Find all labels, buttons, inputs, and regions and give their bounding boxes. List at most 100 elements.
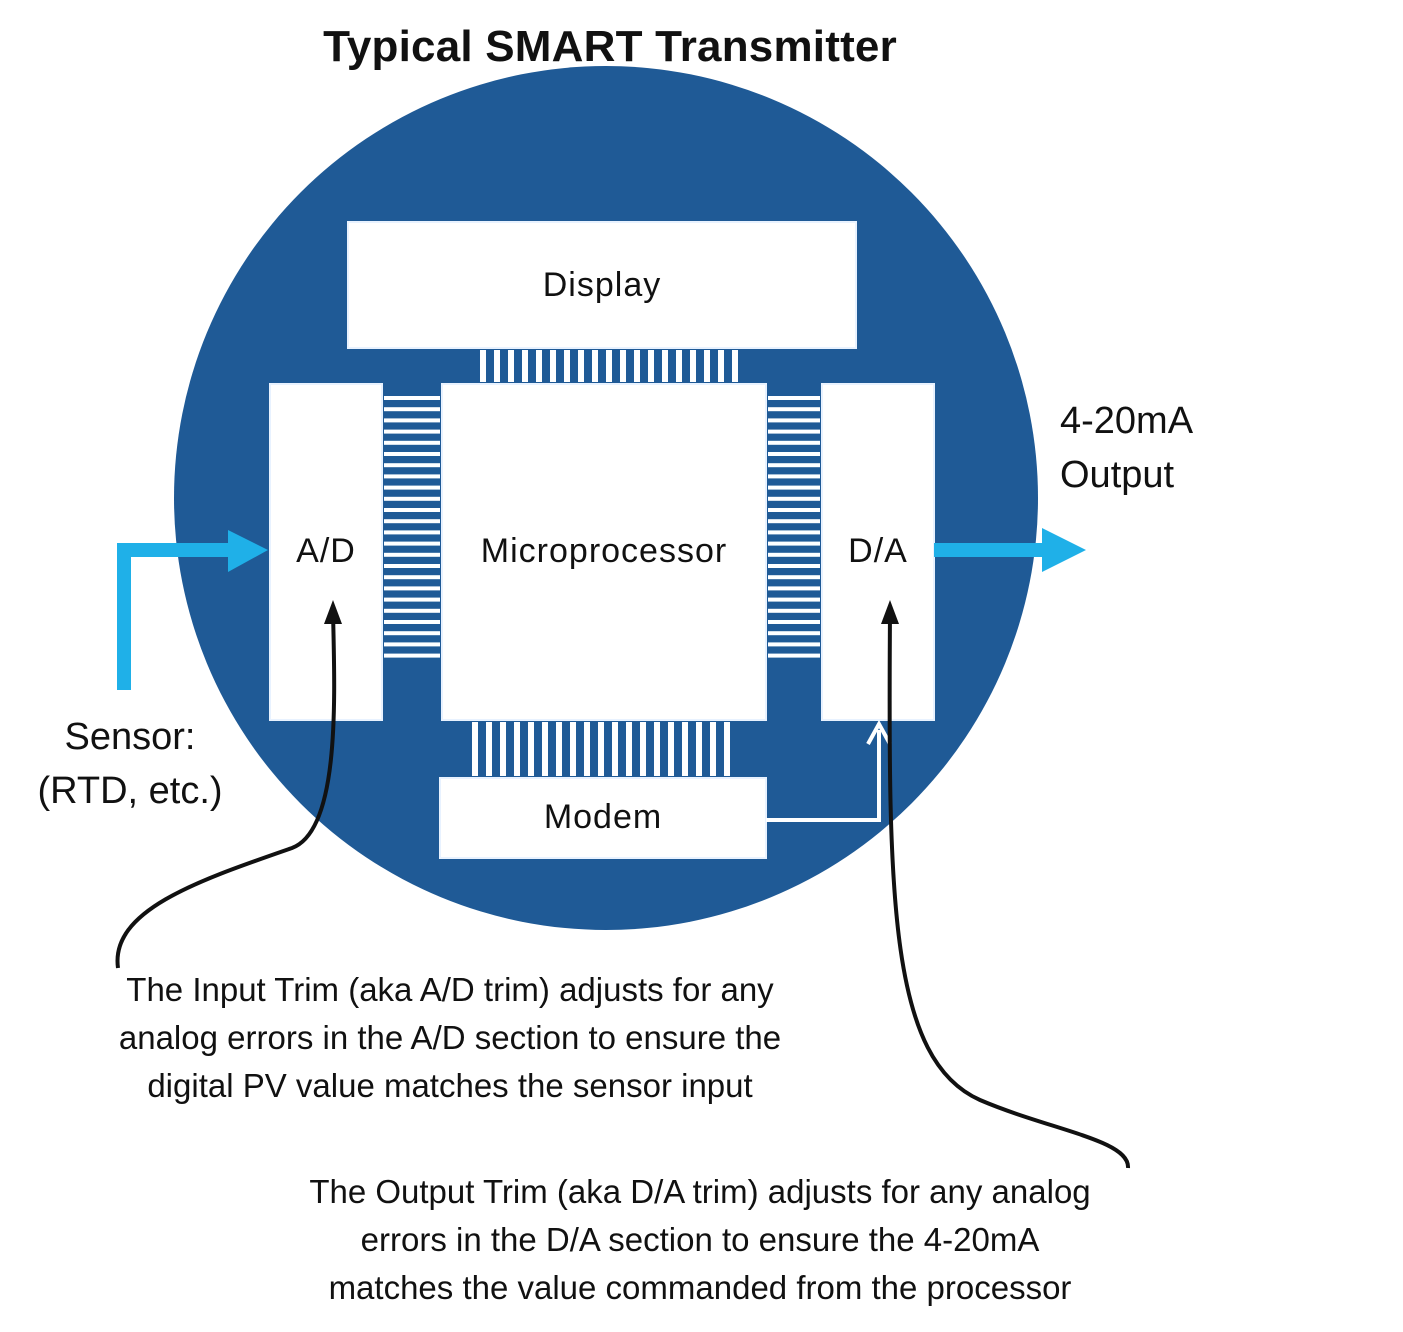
connector-pin [690, 350, 696, 382]
connector-pin [384, 396, 440, 400]
connector-pin [768, 541, 820, 546]
pins-micro-da [768, 396, 820, 658]
connector-pin [668, 722, 674, 776]
connector-pin [550, 350, 556, 382]
ad-label: A/D [296, 532, 356, 570]
connector-pin [384, 642, 440, 647]
connector-pin [718, 350, 724, 382]
connector-pin [768, 474, 820, 479]
connector-pin [536, 350, 542, 382]
connector-pin [682, 722, 688, 776]
connector-pin [494, 350, 500, 382]
connector-pin [500, 722, 506, 776]
output-label: 4-20mA Output [1060, 394, 1193, 502]
connector-pin [384, 474, 440, 479]
connector-pin [570, 722, 576, 776]
sensor-label-line1: Sensor: [64, 716, 196, 758]
connector-pin [384, 608, 440, 613]
pins-ad-micro [384, 396, 440, 658]
connector-pin [768, 508, 820, 512]
connector-pin [384, 519, 440, 524]
connector-pin [768, 608, 820, 613]
connector-pin [612, 722, 618, 776]
output-arrow-shaft [934, 543, 1046, 557]
da-label: D/A [848, 532, 908, 570]
pins-display-micro [480, 350, 738, 382]
connector-pin [768, 485, 820, 490]
pins-micro-modem [472, 722, 730, 776]
connector-pin [768, 463, 820, 468]
connector-pin [768, 552, 820, 557]
sensor-label-line2: (RTD, etc.) [37, 770, 223, 812]
connector-pin [384, 440, 440, 445]
modem-block [439, 777, 767, 859]
output-label-line2: Output [1060, 454, 1175, 496]
connector-pin [480, 350, 486, 382]
connector-pin [768, 653, 820, 658]
connector-pin [384, 586, 440, 591]
connector-pin [768, 429, 820, 434]
connector-pin [768, 496, 820, 501]
connector-pin [768, 642, 820, 647]
connector-pin [384, 564, 440, 568]
ad-block [269, 383, 383, 721]
connector-pin [598, 722, 604, 776]
connector-pin [384, 429, 440, 434]
connector-pin [384, 407, 440, 412]
connector-pin [486, 722, 492, 776]
connector-pin [724, 722, 730, 776]
input-trim-pointer-arrowhead [324, 600, 342, 624]
connector-pin [384, 496, 440, 501]
modem-to-da-connector [766, 730, 881, 822]
output-trim-pointer-line [887, 611, 1131, 1169]
connector-pin [768, 620, 820, 624]
connector-pin [704, 350, 710, 382]
connector-pin [472, 722, 478, 776]
connector-pin [710, 722, 716, 776]
output-trim-pointer-arrowhead [881, 600, 899, 624]
connector-pin [768, 575, 820, 580]
connector-pin [508, 350, 514, 382]
connector-pin [662, 350, 668, 382]
connector-pin [640, 722, 646, 776]
connector-pin [768, 530, 820, 535]
connector-pin [522, 350, 528, 382]
connector-pin [592, 350, 598, 382]
microprocessor-label: Microprocessor [480, 532, 728, 570]
diagram-title: Typical SMART Transmitter [323, 22, 897, 71]
connector-pin [384, 463, 440, 468]
connector-pin [676, 350, 682, 382]
connector-pin [514, 722, 520, 776]
connector-pin [768, 586, 820, 591]
connector-pin [768, 440, 820, 445]
connector-pin [384, 631, 440, 636]
sensor-input-arrow-shaft [117, 543, 232, 690]
modem-label: Modem [543, 798, 663, 836]
connector-pin [584, 722, 590, 776]
output-arrow-head [1042, 528, 1086, 572]
connector-pin [606, 350, 612, 382]
display-block [347, 221, 857, 349]
output-trim-note: The Output Trim (aka D/A trim) adjusts f… [230, 1168, 1170, 1312]
connector-pin [556, 722, 562, 776]
connector-pin [384, 530, 440, 535]
input-trim-note-line2: analog errors in the A/D section to ensu… [118, 1019, 782, 1056]
connector-pin [768, 597, 820, 602]
connector-pin [620, 350, 626, 382]
connector-pin [564, 350, 570, 382]
input-trim-note-line1: The Input Trim (aka A/D trim) adjusts fo… [126, 971, 774, 1008]
connector-pin [654, 722, 660, 776]
connector-pin [384, 508, 440, 512]
sensor-input-arrow-head [228, 530, 268, 572]
output-label-line1: 4-20mA [1060, 400, 1194, 442]
connector-pin [768, 396, 820, 400]
microprocessor-block [441, 383, 767, 721]
input-trim-pointer-line [115, 611, 337, 969]
connector-pin [768, 407, 820, 412]
connector-pin [732, 350, 738, 382]
connector-pin [384, 418, 440, 423]
input-trim-note-line3: digital PV value matches the sensor inpu… [147, 1067, 753, 1104]
output-trim-note-line2: errors in the D/A section to ensure the … [360, 1221, 1040, 1258]
connector-pin [384, 485, 440, 490]
display-label: Display [542, 266, 662, 304]
